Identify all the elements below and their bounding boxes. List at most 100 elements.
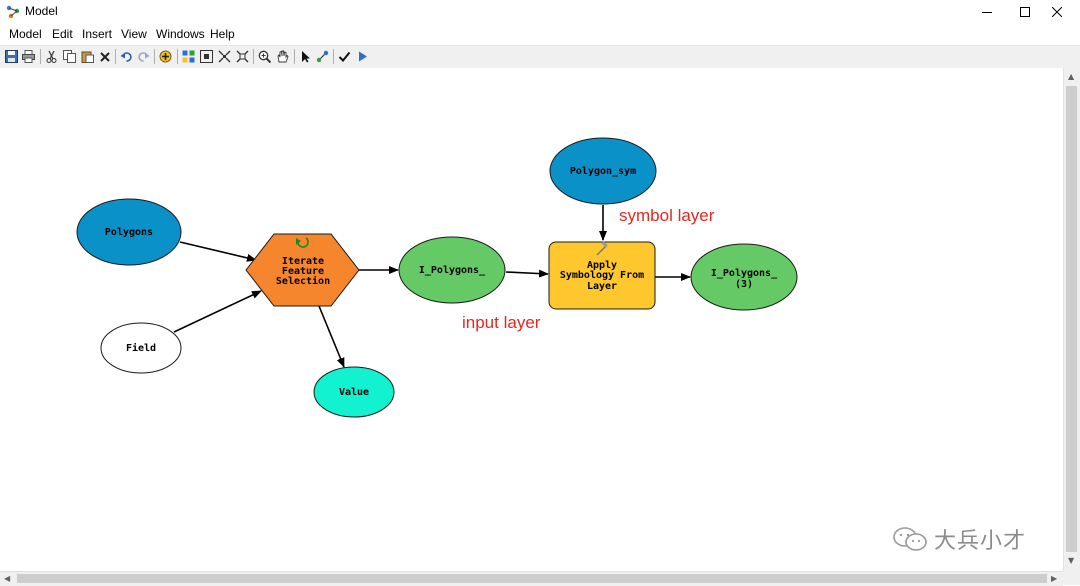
zoom-in-button[interactable]: [256, 48, 273, 65]
maximize-button[interactable]: [1002, 0, 1048, 24]
menu-help[interactable]: Help: [210, 27, 235, 41]
run-button[interactable]: [354, 48, 371, 65]
node-field-label: Field: [126, 342, 156, 354]
menu-view[interactable]: View: [121, 27, 147, 41]
delete-button[interactable]: [96, 48, 113, 65]
connector-iterate-value[interactable]: [318, 305, 345, 368]
toolbar: [0, 45, 1080, 69]
paste-button[interactable]: [79, 48, 96, 65]
toolbar-separator: [40, 49, 41, 64]
toolbar-separator: [115, 49, 116, 64]
redo-button[interactable]: [135, 48, 152, 65]
horizontal-scroll-thumb[interactable]: [17, 574, 1047, 583]
scroll-right-icon[interactable]: ▶: [1051, 574, 1058, 583]
node-polygon-sym[interactable]: Polygon_sym: [549, 137, 657, 205]
model-diagram: Polygons Field Iterate Feature Selection…: [76, 137, 798, 418]
node-polygon-sym-label: Polygon_sym: [570, 166, 636, 177]
tool-hammer-icon: [596, 241, 608, 256]
full-extent-icon: [200, 50, 213, 63]
add-data-icon: [159, 50, 172, 63]
model-app-icon: [6, 5, 20, 19]
node-value-label: Value: [339, 387, 369, 398]
node-apply-symbology-label-3: Layer: [587, 281, 617, 292]
connect-icon: [316, 50, 329, 63]
menu-insert[interactable]: Insert: [82, 27, 113, 41]
menu-windows[interactable]: Windows: [156, 27, 205, 41]
print-button[interactable]: [20, 48, 37, 65]
full-extent-button[interactable]: [198, 48, 215, 65]
add-data-button[interactable]: [157, 48, 174, 65]
window-title: Model: [25, 4, 58, 18]
annotation-input-layer: input layer: [462, 313, 541, 332]
node-apply-symbology-label-1: Apply: [587, 260, 617, 271]
run-icon: [359, 51, 367, 62]
pan-button[interactable]: [274, 48, 291, 65]
select-button[interactable]: [297, 48, 314, 65]
node-i-polygons-3-label-1: I_Polygons_: [711, 268, 778, 279]
node-iterate-feature-selection[interactable]: Iterate Feature Selection: [245, 233, 360, 307]
connector-field-iterate[interactable]: [173, 290, 262, 333]
close-button[interactable]: [1034, 0, 1080, 24]
toolbar-separator: [177, 49, 178, 64]
zoom-in-icon: [258, 50, 271, 63]
print-icon: [22, 50, 35, 63]
maximize-icon: [1020, 7, 1030, 17]
node-apply-symbology[interactable]: Apply Symbology From Layer: [548, 241, 656, 310]
node-iterate-label-3: Selection: [276, 275, 330, 287]
validate-button[interactable]: [336, 48, 353, 65]
node-i-polygons-3-label-2: (3): [735, 279, 753, 290]
connect-button[interactable]: [314, 48, 331, 65]
node-i-polygons-label: I_Polygons_: [419, 265, 486, 276]
node-polygons[interactable]: Polygons: [76, 198, 182, 266]
cut-icon: [46, 50, 57, 63]
auto-layout-icon: [182, 50, 195, 63]
iterate-loop-icon: [296, 237, 309, 248]
close-icon: [1052, 7, 1062, 17]
scroll-down-icon[interactable]: ▼: [1068, 556, 1075, 565]
save-button[interactable]: [3, 48, 20, 65]
validate-icon: [338, 51, 351, 62]
fixed-zoom-out-button[interactable]: [234, 48, 251, 65]
node-i-polygons[interactable]: I_Polygons_: [398, 236, 506, 304]
fixed-zoom-out-icon: [236, 50, 249, 63]
node-polygons-label: Polygons: [105, 227, 153, 238]
undo-button[interactable]: [118, 48, 135, 65]
toolbar-separator: [253, 49, 254, 64]
scroll-left-icon[interactable]: ◀: [4, 574, 11, 583]
vertical-scroll-thumb[interactable]: [1066, 86, 1077, 552]
menu-model[interactable]: Model: [9, 27, 42, 41]
menu-bar: Model Edit Insert View Windows Help: [0, 25, 1080, 45]
scrollbar-corner: [1063, 571, 1080, 585]
watermark-text: 大兵小才: [934, 529, 1027, 554]
annotation-symbol-layer: symbol layer: [619, 206, 715, 225]
select-icon: [302, 51, 310, 63]
delete-icon: [99, 51, 110, 62]
minimize-button[interactable]: [964, 0, 1010, 24]
menu-edit[interactable]: Edit: [52, 27, 73, 41]
connector-i-polygons-apply[interactable]: [505, 269, 549, 278]
copy-button[interactable]: [61, 48, 78, 65]
node-iterate-label-2: Feature: [282, 266, 324, 277]
auto-layout-button[interactable]: [180, 48, 197, 65]
scroll-up-icon[interactable]: ▲: [1068, 72, 1075, 81]
connector-polygons-iterate[interactable]: [179, 241, 257, 262]
toolbar-separator: [333, 49, 334, 64]
watermark: 大兵小才: [892, 523, 1026, 555]
node-value[interactable]: Value: [313, 366, 395, 418]
fixed-zoom-in-icon: [218, 50, 231, 63]
toolbar-separator: [294, 49, 295, 64]
node-apply-symbology-label-2: Symbology From: [560, 270, 644, 281]
node-field[interactable]: Field: [100, 322, 182, 374]
wechat-icon: [893, 527, 927, 551]
save-icon: [5, 50, 18, 63]
fixed-zoom-in-button[interactable]: [216, 48, 233, 65]
model-canvas[interactable]: Polygons Field Iterate Feature Selection…: [0, 68, 1063, 571]
cut-button[interactable]: [43, 48, 60, 65]
pan-icon: [277, 50, 289, 63]
node-i-polygons-3[interactable]: I_Polygons_ (3): [690, 243, 798, 311]
redo-icon: [138, 52, 150, 62]
toolbar-separator: [154, 49, 155, 64]
paste-icon: [81, 51, 94, 63]
minimize-icon: [982, 12, 992, 13]
title-bar: Model: [0, 0, 1080, 24]
